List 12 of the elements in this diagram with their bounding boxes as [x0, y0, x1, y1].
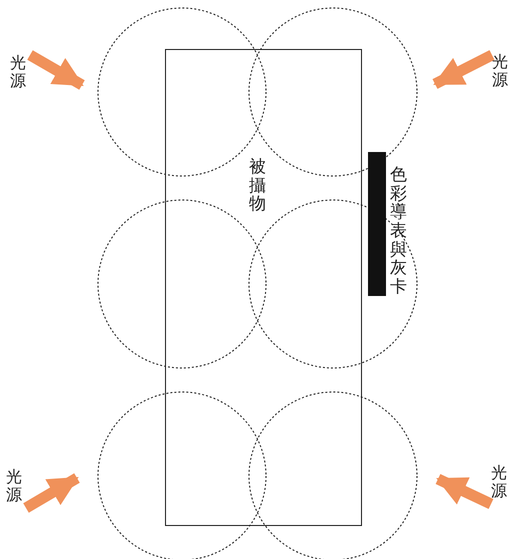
light-arrow: [436, 474, 494, 509]
subject-label: 被攝物: [249, 158, 266, 214]
color-chart-bar: [368, 152, 386, 296]
light-source-label: 光源: [6, 468, 22, 508]
chart-caption: 色彩導表與灰卡: [390, 166, 407, 297]
light-arrow: [432, 50, 494, 89]
light-source-label: 光源: [10, 54, 26, 94]
light-arrow: [23, 473, 80, 513]
light-source-label: 光源: [491, 464, 507, 504]
light-arrow: [27, 50, 85, 90]
light-source-label: 光源: [492, 53, 508, 93]
subject-frame: [165, 49, 362, 526]
